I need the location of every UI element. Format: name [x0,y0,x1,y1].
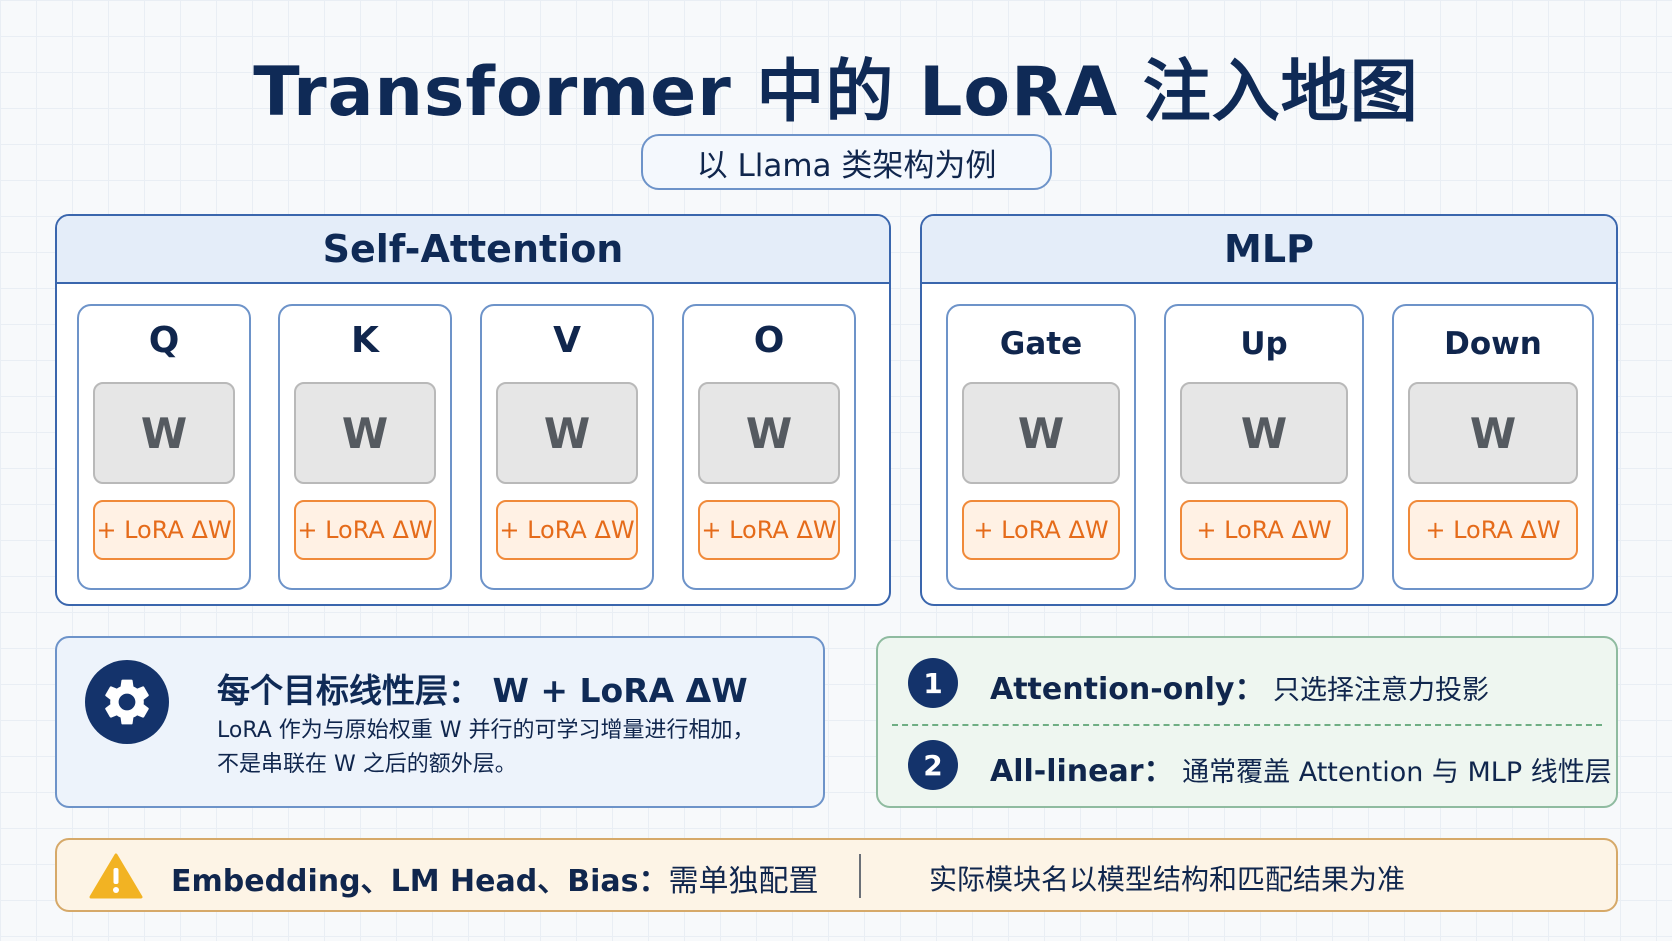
mlp-panel: MLP Gate W + LoRA ΔW Up W + LoRA ΔW Down… [920,214,1618,606]
lora-delta-box: + LoRA ΔW [962,500,1120,560]
number-badge-2: 2 [908,740,958,790]
warning-bar: Embedding、LM Head、Bias：需单独配置 实际模块名以模型结构和… [55,838,1618,912]
card-label: Down [1444,326,1542,362]
option-desc: 通常覆盖 Attention 与 MLP 线性层 [1182,757,1612,788]
option-desc: 只选择注意力投影 [1273,675,1490,706]
warning-icon [89,853,143,899]
card-label: O [753,320,785,361]
card-label: Q [148,320,180,361]
page-title: Transformer 中的 LoRA 注入地图 [253,53,1419,132]
target-modules-options-box: 1 Attention-only： 只选择注意力投影 2 All-linear：… [876,636,1618,808]
lora-delta-box: + LoRA ΔW [93,500,235,560]
mlp-header: MLP [922,216,1616,284]
lora-delta-box: + LoRA ΔW [1180,500,1348,560]
card-label: Gate [999,326,1083,362]
lora-delta-box: + LoRA ΔW [698,500,840,560]
gate-projection-card: Gate W + LoRA ΔW [946,304,1136,590]
weight-box: W [1180,382,1348,484]
up-projection-card: Up W + LoRA ΔW [1164,304,1364,590]
linear-layer-info-box: 每个目标线性层： W + LoRA ΔW LoRA 作为与原始权重 W 并行的可… [55,636,825,808]
option-all-linear: All-linear： 通常覆盖 Attention 与 MLP 线性层 [990,746,1612,790]
info-title: 每个目标线性层： W + LoRA ΔW [217,671,748,710]
v-projection-card: V W + LoRA ΔW [480,304,654,590]
k-projection-card: K W + LoRA ΔW [278,304,452,590]
weight-box: W [93,382,235,484]
info-line-1: LoRA 作为与原始权重 W 并行的可学习增量进行相加， [217,718,755,743]
warning-text: Embedding、LM Head、Bias：需单独配置 [171,856,818,900]
weight-box: W [496,382,638,484]
gear-icon [85,660,169,744]
weight-box: W [962,382,1120,484]
warning-desc: 需单独配置 [668,864,819,899]
warning-label: Embedding、LM Head、Bias： [171,864,669,899]
lora-delta-box: + LoRA ΔW [496,500,638,560]
info-body: LoRA 作为与原始权重 W 并行的可学习增量进行相加， 不是串联在 W 之后的… [217,714,755,782]
self-attention-panel: Self-Attention Q W + LoRA ΔW K W + LoRA … [55,214,891,606]
weight-box: W [294,382,436,484]
number-badge-1: 1 [908,658,958,708]
weight-box: W [698,382,840,484]
vertical-separator [859,854,861,898]
self-attention-header: Self-Attention [57,216,889,284]
card-label: V [553,320,581,361]
option-name: All-linear： [990,754,1174,789]
card-label: Up [1240,326,1288,362]
warning-note: 实际模块名以模型结构和匹配结果为准 [929,863,1406,896]
q-projection-card: Q W + LoRA ΔW [77,304,251,590]
subtitle-badge: 以 Llama 类架构为例 [641,134,1052,190]
o-projection-card: O W + LoRA ΔW [682,304,856,590]
lora-delta-box: + LoRA ΔW [294,500,436,560]
option-attention-only: Attention-only： 只选择注意力投影 [990,664,1489,708]
info-line-2: 不是串联在 W 之后的额外层。 [217,752,517,777]
option-name: Attention-only： [990,672,1265,707]
dashed-divider [892,724,1602,726]
card-label: K [351,320,379,361]
lora-delta-box: + LoRA ΔW [1408,500,1578,560]
down-projection-card: Down W + LoRA ΔW [1392,304,1594,590]
weight-box: W [1408,382,1578,484]
